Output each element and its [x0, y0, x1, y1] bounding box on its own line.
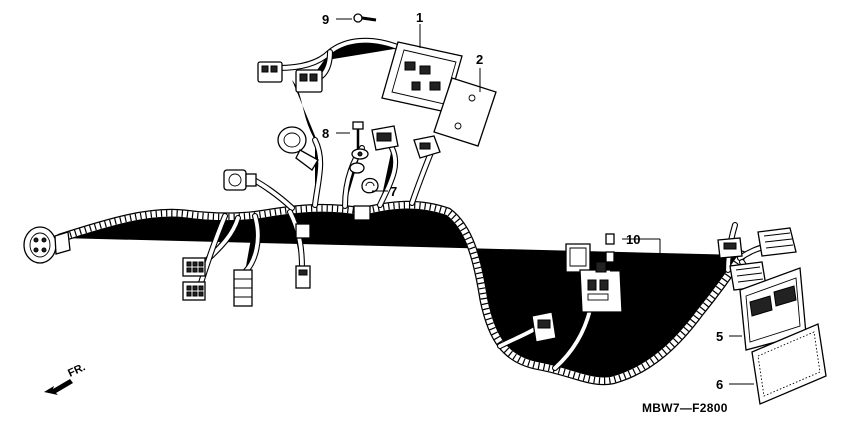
relay-box	[565, 243, 623, 313]
leader-lines	[336, 18, 754, 385]
connector-top-mid	[371, 125, 399, 151]
bolt-8	[352, 121, 364, 150]
connector-six-pin-upper	[182, 257, 206, 277]
main-wire-harness	[60, 205, 742, 381]
front-direction-indicator: FR.	[44, 361, 87, 395]
connector-six-pin-lower	[182, 281, 206, 301]
callout-8: 8	[322, 126, 329, 141]
callout-10: 10	[626, 232, 640, 247]
front-arrow-icon	[44, 379, 73, 395]
connector-top-right	[413, 135, 441, 159]
callout-1: 1	[416, 10, 423, 25]
bolt-9	[353, 13, 377, 23]
callout-7: 7	[390, 184, 397, 199]
fuse-10	[605, 233, 615, 245]
callout-2: 2	[476, 52, 483, 67]
bracket-plate-2	[433, 77, 497, 147]
connector-centre	[353, 205, 371, 221]
connector-right-top	[717, 237, 743, 259]
clamp-7	[361, 177, 379, 194]
ecu-cover-6	[751, 323, 827, 405]
sub-harness-top	[257, 41, 400, 93]
fuse-3	[595, 261, 607, 273]
connector-right-lower	[729, 261, 767, 291]
callout-6: 6	[716, 377, 723, 392]
control-unit-1	[381, 41, 463, 113]
connector-multi-pin	[233, 269, 253, 307]
callout-4: 4	[670, 274, 678, 289]
round-connector-left	[23, 226, 71, 264]
connector-right-upper	[757, 227, 797, 257]
round-socket-top-left	[277, 126, 319, 171]
connector-lower-mid	[531, 311, 557, 343]
connector-small-mid	[295, 265, 311, 289]
callout-9: 9	[322, 12, 329, 27]
connector-small-harness	[295, 223, 311, 239]
drawing-code: MBW7—F2800	[642, 401, 728, 415]
front-label: FR.	[66, 361, 87, 379]
callout-3: 3	[629, 264, 636, 279]
connector-left-upper	[223, 169, 257, 191]
fuse-11	[605, 251, 615, 263]
callout-numbers: 1 2 3 4 5 6 7 8 9 10 11	[322, 10, 723, 392]
callout-11: 11	[626, 250, 640, 265]
ground-terminal	[349, 148, 369, 174]
callout-5: 5	[716, 329, 723, 344]
